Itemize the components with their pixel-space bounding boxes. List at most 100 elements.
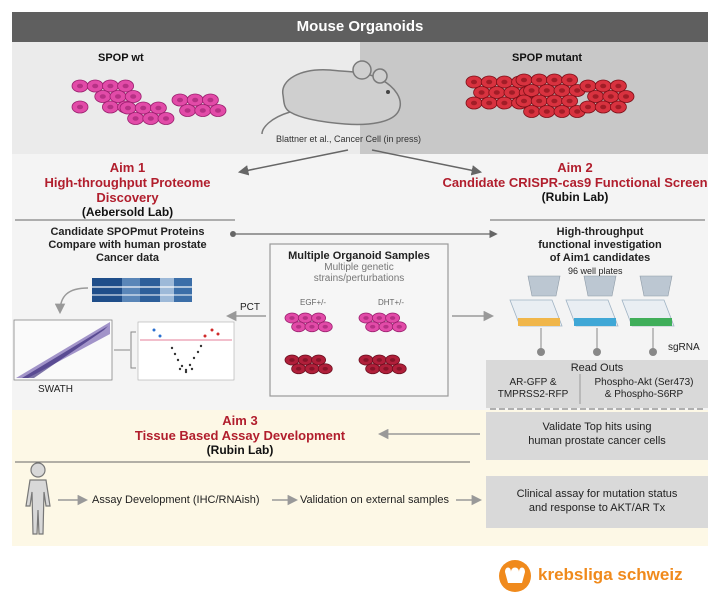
aim1-desc-line1: Candidate SPOPmut Proteins xyxy=(50,226,205,238)
header-title: Mouse Organoids xyxy=(12,12,708,42)
aim1-desc-line2: Compare with human prostate xyxy=(48,239,207,251)
cell-nucleus xyxy=(470,100,478,106)
cell-nucleus xyxy=(389,316,396,320)
cell-nucleus xyxy=(501,100,508,106)
cell-nucleus xyxy=(122,83,129,89)
cell-nucleus xyxy=(295,366,302,371)
aim2-label: Aim 2 xyxy=(557,160,593,175)
cell-nucleus xyxy=(383,366,389,371)
sgrna-label: sgRNA xyxy=(668,342,700,353)
cell-nucleus xyxy=(309,366,315,371)
cell-nucleus xyxy=(470,79,478,85)
cell-nucleus xyxy=(486,100,493,106)
validate-line2: human prostate cancer cells xyxy=(528,435,666,447)
aim1-title: High-throughput Proteome Discovery xyxy=(44,175,211,205)
organoid-samples-sub2: strains/perturbations xyxy=(313,273,405,284)
cell-nucleus xyxy=(184,108,191,113)
spop-wt-label: SPOP wt xyxy=(98,52,144,64)
cell-nucleus xyxy=(508,90,516,95)
aim1-label: Aim 1 xyxy=(109,160,146,175)
readouts-box xyxy=(486,360,708,408)
cell-nucleus xyxy=(176,97,184,103)
cell-nucleus xyxy=(99,94,106,99)
cell-nucleus xyxy=(493,90,500,95)
cell-nucleus xyxy=(566,77,573,83)
citation-text: Blattner et al., Cancer Cell (in press) xyxy=(276,134,422,144)
aim1-desc-line3: Cancer data xyxy=(96,252,159,264)
readouts-right-line1: Phospho-Akt (Ser473) xyxy=(594,377,694,388)
cell-nucleus xyxy=(622,94,630,99)
cell-nucleus xyxy=(584,104,592,110)
cell-nucleus xyxy=(315,316,322,320)
cell-nucleus xyxy=(147,116,154,121)
cell-nucleus xyxy=(155,105,162,111)
organoid-samples-title: Multiple Organoid Samples xyxy=(288,250,430,262)
clinical-text: Clinical assay for mutation status and r… xyxy=(486,487,708,515)
clinical-box xyxy=(486,476,708,528)
cell-nucleus xyxy=(295,324,302,329)
readouts-left-line1: AR-GFP & xyxy=(509,377,557,388)
cell-nucleus xyxy=(528,109,535,114)
cell-nucleus xyxy=(199,108,206,113)
cell-nucleus xyxy=(551,77,558,83)
readouts-title: Read Outs xyxy=(570,362,624,374)
aim2-lab: (Rubin Lab) xyxy=(541,190,609,204)
cell-nucleus xyxy=(615,104,622,110)
pct-label: PCT xyxy=(240,302,260,313)
aim2-desc-line3: of Aim1 candidates xyxy=(549,252,651,264)
cell-nucleus xyxy=(76,83,84,89)
cell-nucleus xyxy=(107,83,114,89)
arrow-to-aim1 xyxy=(237,149,349,176)
validate-line1: Validate Top hits using xyxy=(542,421,652,433)
aim2-title: Candidate CRISPR-cas9 Functional Screen xyxy=(442,175,708,190)
cell-clusters xyxy=(71,73,635,375)
dht-label: DHT+/- xyxy=(378,298,404,307)
cell-nucleus xyxy=(536,77,543,83)
bracket xyxy=(130,331,136,369)
validate-text: Validate Top hits using human prostate c… xyxy=(486,420,708,448)
aim3-label: Aim 3 xyxy=(222,413,258,428)
cell-nucleus xyxy=(132,116,139,121)
clinical-line1: Clinical assay for mutation status xyxy=(516,488,678,500)
krebsliga-logo-icon xyxy=(499,560,531,592)
cell-nucleus xyxy=(558,109,566,114)
cell-nucleus xyxy=(376,316,382,320)
organoid-samples-header: Multiple Organoid Samples Multiple genet… xyxy=(270,250,448,284)
cell-nucleus xyxy=(607,94,614,99)
spop-mutant-label: SPOP mutant xyxy=(512,52,583,64)
cell-nucleus xyxy=(551,98,558,104)
aim3-lab: (Rubin Lab) xyxy=(206,443,274,457)
spop-wt-cells-c xyxy=(171,93,227,117)
aim1-description: Candidate SPOPmut Proteins Compare with … xyxy=(15,226,240,265)
organoid-cells-dht-top xyxy=(358,312,407,333)
mouse-icon xyxy=(261,60,401,135)
aim2-description: High-throughput functional investigation… xyxy=(500,226,700,265)
cell-nucleus xyxy=(369,324,376,329)
organoid-samples-sub1: Multiple genetic xyxy=(324,262,394,273)
cell-nucleus xyxy=(536,98,543,104)
aim1-lab: (Aebersold Lab) xyxy=(81,205,174,219)
cell-nucleus xyxy=(130,94,137,99)
cell-nucleus xyxy=(322,324,328,329)
arrow-to-aim2 xyxy=(371,149,483,176)
cell-nucleus xyxy=(592,94,599,99)
cell-nucleus xyxy=(302,316,308,320)
cell-nucleus xyxy=(600,83,607,89)
swath-scatter-image xyxy=(13,319,113,381)
cell-nucleus xyxy=(124,105,132,111)
cell-nucleus xyxy=(396,324,402,329)
aim1-header: Aim 1 High-throughput Proteome Discovery… xyxy=(15,160,240,219)
cell-nucleus xyxy=(140,105,147,111)
spop-wt-cells-b xyxy=(119,101,175,125)
spop-mut-cells-c xyxy=(579,79,635,114)
cell-nucleus xyxy=(363,358,369,362)
cell-nucleus xyxy=(396,366,402,371)
cell-nucleus xyxy=(363,316,369,320)
cell-nucleus xyxy=(383,324,389,329)
cell-nucleus xyxy=(615,83,622,89)
assay-development-text: Assay Development (IHC/RNAish) xyxy=(92,494,260,506)
cell-nucleus xyxy=(214,108,222,113)
cell-nucleus xyxy=(92,83,99,89)
cell-nucleus xyxy=(107,104,114,110)
cell-nucleus xyxy=(478,90,485,95)
